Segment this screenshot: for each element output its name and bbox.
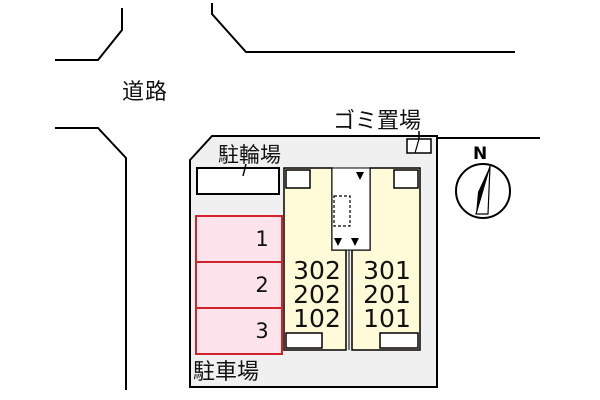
parking-slot-number: 2 [255,273,269,297]
unit-number: 101 [363,304,411,333]
road-lines [55,3,540,390]
unit-number: 302 [293,256,341,285]
unit-column-right: 301 201 101 [358,256,416,333]
unit-column-left: 302 202 102 [288,256,346,333]
trash-station-label: ゴミ置場 [333,109,422,134]
north-arrow-icon [455,163,511,219]
road-label: 道路 [122,80,169,105]
parking-slot-number: 3 [255,319,269,343]
parking-slot-3 [195,307,283,355]
parking-slot-number: 1 [255,227,269,251]
parking-slots [195,215,283,355]
unit-number: 102 [293,304,341,333]
north-label: N [473,144,488,164]
parking-slot-1 [195,215,283,263]
unit-number: 202 [293,280,341,309]
car-parking-label: 駐車場 [193,360,260,385]
unit-number: 301 [363,256,411,285]
bicycle-rack [196,167,280,195]
bicycle-parking-label: 駐輪場 [218,143,281,167]
apartment-building [283,167,421,351]
unit-number: 201 [363,280,411,309]
